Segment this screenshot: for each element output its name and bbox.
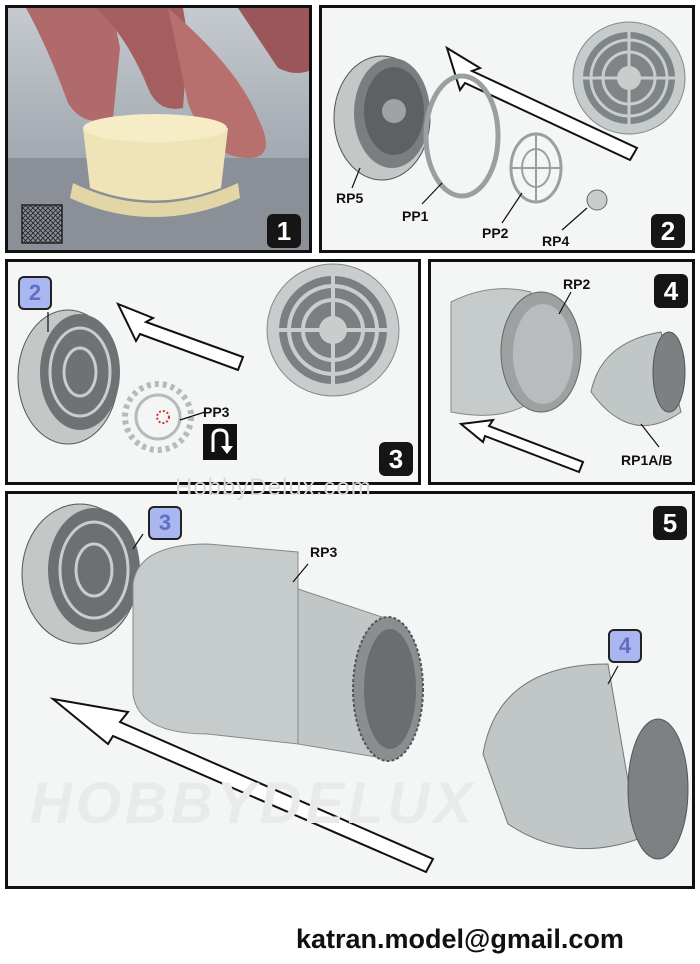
step-number-badge: 4 [654, 274, 688, 308]
watermark-logo: HOBBYDELUX [30, 771, 477, 836]
part-label-rp3: RP3 [310, 544, 338, 560]
step-number-badge: 2 [651, 214, 685, 248]
contact-email: katran.model@gmail.com [296, 924, 624, 954]
part-label-pp2: PP2 [482, 225, 509, 241]
step-4-illustration [450, 288, 686, 474]
step-1-photo [8, 8, 309, 250]
step-5-illustration [21, 503, 689, 874]
step-2-illustration [333, 21, 686, 231]
step-3-illustration [17, 263, 400, 460]
reference-badge-step-4: 4 [608, 629, 642, 663]
part-label-pp3: PP3 [203, 404, 230, 420]
watermark-text: HobbyDelux.com [175, 474, 372, 501]
part-label-rp2: RP2 [563, 276, 591, 292]
reference-badge-step-3: 3 [148, 506, 182, 540]
step-number-badge: 1 [267, 214, 301, 248]
reference-badge-step-2: 2 [18, 276, 52, 310]
step-2-panel: RP5 PP1 PP2 RP4 2 [319, 5, 695, 253]
part-label-pp1: PP1 [402, 208, 429, 224]
step-number-badge: 5 [653, 506, 687, 540]
part-label-rp5: RP5 [336, 190, 364, 206]
step-1-panel: 1 [5, 5, 312, 253]
part-label-rp1ab: RP1A/B [621, 452, 673, 468]
step-5-panel: 3 4 RP3 5 [5, 491, 695, 889]
part-label-rp4: RP4 [542, 233, 570, 249]
step-number-badge: 3 [379, 442, 413, 476]
step-3-panel: 2 PP3 3 [5, 259, 421, 485]
step-4-panel: RP2 RP1A/B 4 [428, 259, 695, 485]
